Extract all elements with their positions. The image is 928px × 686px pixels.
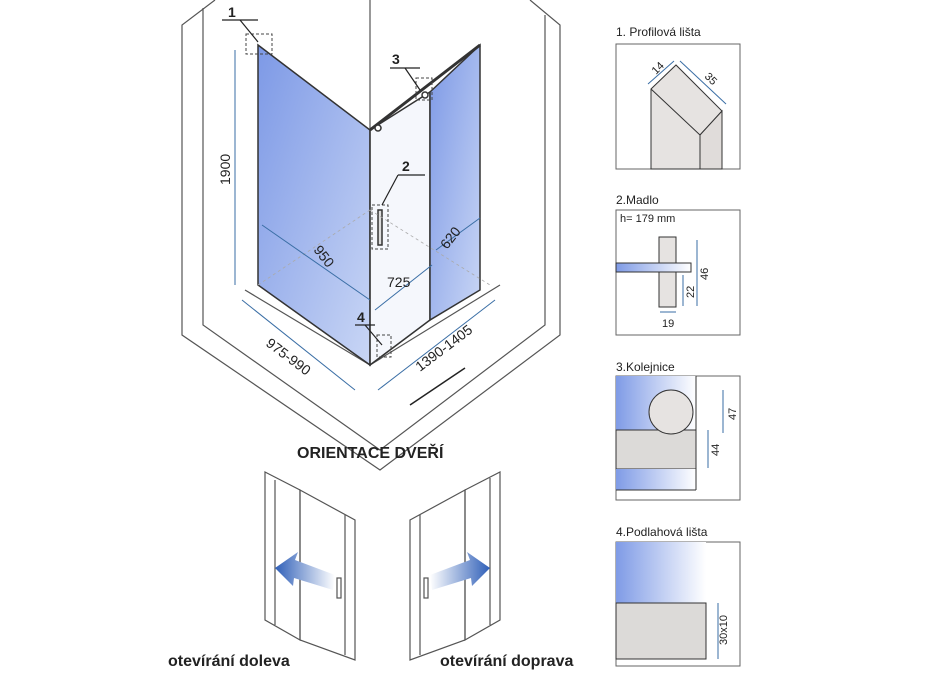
arrow-left-icon [275, 552, 335, 590]
detail-2-title: 2.Madlo [616, 193, 659, 207]
detail-2-handle [615, 209, 741, 336]
detail-3-rail [615, 375, 741, 501]
detail-2-dim-46: 46 [699, 268, 711, 280]
orientation-heading: ORIENTACE DVEŘÍ [297, 443, 444, 462]
label-open-right: otevírání doprava [440, 653, 573, 670]
dim-door: 725 [387, 274, 411, 290]
callout-4: 4 [357, 309, 365, 325]
detail-3-dim-47: 47 [727, 408, 739, 420]
door-left-opening [264, 471, 356, 661]
callout-1: 1 [228, 4, 236, 20]
detail-4-title: 4.Podlahová lišta [616, 525, 708, 539]
dimension-lines [234, 50, 496, 406]
detail-1-title: 1. Profilová lišta [616, 25, 701, 39]
detail-3-dim-44: 44 [710, 444, 722, 456]
floor-guides [257, 209, 491, 286]
detail-4-floor-strip [615, 541, 741, 667]
right-fixed-panel [429, 43, 481, 322]
dim-depth: 975-990 [263, 335, 314, 379]
detail-4-dim: 30x10 [718, 615, 730, 645]
dim-width: 1390-1405 [412, 321, 475, 374]
glass-panels [257, 43, 481, 367]
detail-2-dim-22: 22 [685, 286, 697, 298]
detail-2-dim-19: 19 [662, 318, 674, 330]
left-fixed-panel [257, 43, 371, 367]
callout-3: 3 [392, 51, 400, 67]
door-right-opening [409, 471, 501, 661]
dim-height: 1900 [217, 154, 233, 185]
callout-2: 2 [402, 158, 410, 174]
label-open-left: otevírání doleva [168, 653, 290, 670]
arrow-right-icon [430, 552, 490, 590]
detail-1-profile [615, 43, 741, 170]
detail-2-note: h= 179 mm [620, 213, 675, 225]
detail-3-title: 3.Kolejnice [616, 360, 675, 374]
callout-boxes [245, 33, 433, 358]
callout-leaders [222, 19, 425, 346]
